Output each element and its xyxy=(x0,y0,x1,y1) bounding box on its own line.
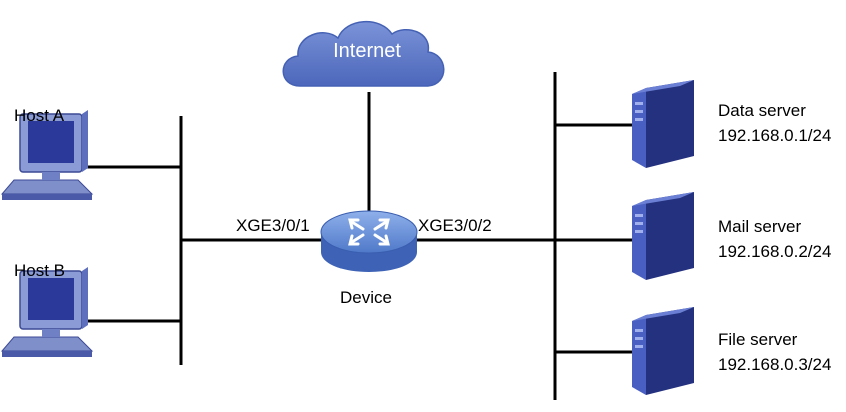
data-server-icon xyxy=(632,80,694,168)
mail-server-icon xyxy=(632,192,694,280)
internet-cloud: Internet xyxy=(282,20,445,87)
data-server-name: Data server xyxy=(718,101,806,120)
device-label: Device xyxy=(340,288,392,307)
file-server-ip: 192.168.0.3/24 xyxy=(718,355,831,374)
port-left-label: XGE3/0/1 xyxy=(236,216,310,235)
device-icon xyxy=(320,210,418,272)
device-arrows-icon xyxy=(348,218,390,246)
host-b-icon xyxy=(1,266,93,358)
mail-server-ip: 192.168.0.2/24 xyxy=(718,242,831,261)
mail-server-name: Mail server xyxy=(718,217,801,236)
host-b-label: Host B xyxy=(14,261,65,280)
file-server-name: File server xyxy=(718,330,798,349)
internet-label: Internet xyxy=(333,40,401,62)
host-a-label: Host A xyxy=(14,106,65,125)
file-server-icon xyxy=(632,307,694,395)
data-server-ip: 192.168.0.1/24 xyxy=(718,126,831,145)
port-right-label: XGE3/0/2 xyxy=(418,216,492,235)
